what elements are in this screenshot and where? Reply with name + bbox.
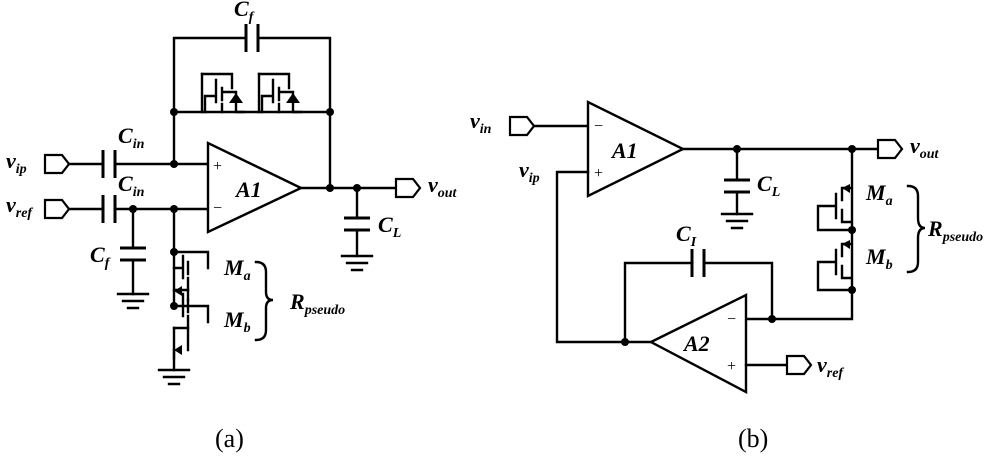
feedback-transistor-left xyxy=(200,72,246,114)
amp-a1-plus-sign: + xyxy=(594,165,603,182)
vin-input-pin xyxy=(508,115,536,137)
junction-dot xyxy=(170,248,178,256)
label-mb: Mb xyxy=(865,244,893,273)
amp-a1-minus-sign: − xyxy=(594,118,603,135)
junction-dots xyxy=(129,108,361,310)
label-cin-bottom: Cin xyxy=(118,171,145,200)
feedback-gate-bars xyxy=(200,72,261,114)
label-mb: Mb xyxy=(223,307,251,336)
junction-dots xyxy=(621,145,856,346)
cf-feedback-capacitor xyxy=(244,24,260,52)
amp-a1-triangle xyxy=(206,141,304,234)
label-cl: CL xyxy=(757,171,780,200)
label-vout: vout xyxy=(910,133,940,162)
label-vip: vip xyxy=(519,157,540,186)
label-a1: A1 xyxy=(610,138,638,163)
amp-a1-minus-sign: − xyxy=(213,200,222,217)
label-a2: A2 xyxy=(682,331,710,356)
junction-dot xyxy=(326,108,334,116)
amp-a1-triangle xyxy=(586,100,686,198)
ma-mb-stack xyxy=(816,147,854,292)
junction-dot xyxy=(170,302,178,310)
label-ma: Ma xyxy=(223,255,251,284)
junction-dot xyxy=(353,184,361,192)
vout-output-pin xyxy=(876,138,904,160)
ground-icon xyxy=(340,254,374,272)
label-vref: vref xyxy=(6,192,33,221)
arrow-icon xyxy=(842,184,850,193)
cin-top-capacitor xyxy=(101,150,117,178)
junction-dot xyxy=(170,205,178,213)
label-cl: CL xyxy=(378,212,401,241)
ci-capacitor xyxy=(690,249,706,277)
label-a1: A1 xyxy=(234,177,262,202)
label-ma: Ma xyxy=(865,180,893,209)
ma-mb-bodies xyxy=(172,266,190,330)
feedback-wire xyxy=(172,36,332,190)
a2-feedback-wire xyxy=(623,261,774,344)
arrow-icon xyxy=(229,93,243,103)
rpseudo-brace xyxy=(906,184,926,274)
vip-input-pin xyxy=(43,153,71,175)
label-cf-shunt: Cf xyxy=(90,242,111,271)
panel-b: vin vip vout vref CL CI Ma Mb Rpseudo A1… xyxy=(470,100,983,453)
label-rpseudo: Rpseudo xyxy=(927,216,983,245)
junction-dot xyxy=(848,145,856,153)
vref-input-pin xyxy=(43,198,71,220)
junction-dot xyxy=(129,205,137,213)
ground-icon xyxy=(720,212,754,230)
cl-capacitor xyxy=(724,178,750,194)
amp-a1-plus-sign: + xyxy=(213,158,222,175)
label-vout: vout xyxy=(428,172,458,201)
caption-a: (a) xyxy=(215,424,244,453)
label-rpseudo: Rpseudo xyxy=(289,289,345,318)
arrow-icon xyxy=(174,286,182,296)
junction-dot xyxy=(848,226,856,234)
cf-shunt-capacitor xyxy=(120,246,146,262)
feedback-transistor-right xyxy=(257,72,303,114)
amp-a2-plus-sign: + xyxy=(727,358,736,375)
amp-a2-minus-sign: − xyxy=(727,311,736,328)
cl-capacitor xyxy=(344,216,370,232)
ground-icon xyxy=(157,368,191,386)
amp-a2-triangle xyxy=(648,293,748,394)
caption-b: (b) xyxy=(738,424,768,453)
panel-a: vip vref Cin Cin Cf Cf CL vout A1 + − Ma… xyxy=(6,0,458,453)
junction-dot xyxy=(733,145,741,153)
junction-dot xyxy=(326,184,334,192)
cin-bottom-capacitor xyxy=(101,195,117,223)
label-vin: vin xyxy=(470,108,492,137)
arrow-icon xyxy=(286,93,300,103)
label-vip: vip xyxy=(6,148,27,177)
arrow-icon xyxy=(174,345,182,355)
mb-to-a2-wire xyxy=(744,288,854,321)
label-ci: CI xyxy=(676,221,697,250)
vip-loop-wire xyxy=(555,170,653,344)
ma-mb-stack xyxy=(172,207,210,360)
junction-dot xyxy=(768,315,776,323)
ground-icon xyxy=(116,292,150,310)
junction-dot xyxy=(621,338,629,346)
label-cf-top: Cf xyxy=(234,0,255,25)
arrow-icon xyxy=(842,240,850,249)
rpseudo-brace xyxy=(254,260,274,342)
vout-output-pin xyxy=(394,177,422,199)
junction-dot xyxy=(848,286,856,294)
junction-dot xyxy=(170,160,178,168)
label-vref: vref xyxy=(817,352,844,381)
junction-dot xyxy=(170,108,178,116)
label-cin-top: Cin xyxy=(118,123,145,152)
vref-input-pin xyxy=(785,354,813,376)
